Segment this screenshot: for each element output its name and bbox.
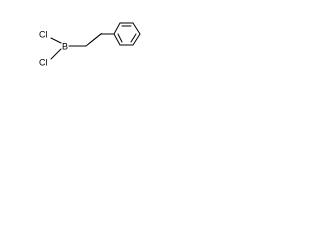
- atom-label-cl-top: Cl: [39, 29, 48, 39]
- chemical-structure: Cl B Cl: [39, 22, 141, 67]
- phenyl-double-2: [130, 33, 137, 43]
- bond-b-cl-bottom: [50, 48, 62, 60]
- bond-b-cl-top: [50, 37, 62, 44]
- phenyl-ring: [113, 22, 141, 46]
- atom-label-cl-bottom: Cl: [39, 57, 48, 67]
- bond-vinyl-double-inner: [88, 33, 102, 44]
- atom-label-boron: B: [62, 41, 68, 51]
- phenyl-double-3: [117, 33, 123, 43]
